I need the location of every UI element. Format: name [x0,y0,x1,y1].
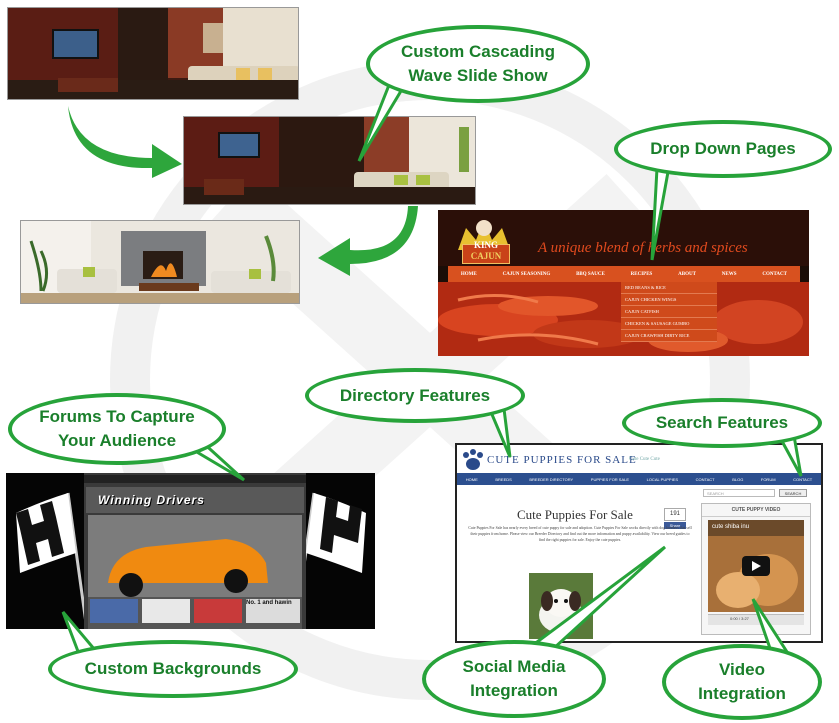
callout-directory: Directory Features [305,368,525,423]
video-player[interactable]: cute shiba inu [708,520,804,612]
arrow-down-left-icon [318,206,418,276]
puppies-nav-item[interactable]: FORUM [760,476,776,482]
cajun-nav-bar: HOME CAJUN SEASONING BBQ SAUCE RECIPES A… [448,266,800,282]
puppies-body-text: Cute Puppies For Sale has nearly every b… [468,526,692,542]
callout-dropdown: Drop Down Pages [614,120,832,178]
cajun-nav-contact[interactable]: CONTACT [762,271,787,277]
cajun-nav-home[interactable]: HOME [460,271,477,277]
video-title: cute shiba inu [712,524,750,530]
cajun-logo-bottom: CAJUN [470,251,502,261]
cajun-dropdown-menu: RED BEANS & RICE CAJUN CHICKEN WINGS CAJ… [621,282,717,342]
callout-search: Search Features [622,398,822,448]
puppies-search-button[interactable]: SEARCH [779,489,807,497]
video-time: 0:00 / 3:27 [730,616,749,621]
puppies-nav-item[interactable]: BREEDS [495,476,512,482]
callout-forums: Forums To Capture Your Audience [8,393,226,465]
slideshow-photo-2 [183,116,476,205]
cajun-nav-about[interactable]: ABOUT [678,271,696,277]
slideshow-photo-3 [20,220,300,304]
cute-puppies-screenshot: CUTE PUPPIES FOR SALE Cute Cute Cute HOM… [455,443,823,643]
arrow-down-right-icon [68,106,182,178]
cajun-nav-recipes[interactable]: RECIPES [630,271,653,277]
puppies-nav-bar: HOME BREEDS BREEDER DIRECTORY PUPPIES FO… [457,473,821,485]
video-widget: CUTE PUPPY VIDEO cute shiba inu 0:00 / 3… [701,503,811,635]
callout-backgrounds: Custom Backgrounds [48,640,298,698]
puppies-nav-item[interactable]: LOCAL PUPPIES [646,476,679,482]
cajun-nav-news[interactable]: NEWS [721,271,737,277]
puppies-site-sub: Cute Cute Cute [629,457,660,462]
racing-thumb-caption: No. 1 and hawin [246,600,292,606]
king-cajun-screenshot: KING CAJUN A unique blend of herbs and s… [438,210,809,356]
puppies-nav-item[interactable]: HOME [465,476,478,482]
callout-video: Video Integration [662,644,822,720]
dropdown-item[interactable]: CHICKEN & SAUSAGE GUMBO [621,318,717,330]
paw-icon [463,449,483,470]
racing-site-screenshot: Winning Drivers No. 1 and hawin [6,473,375,629]
king-cajun-artwork [438,210,809,356]
video-widget-header: CUTE PUPPY VIDEO [702,504,810,517]
fb-share-count: 191 [664,508,686,521]
fb-share-label[interactable]: Share [664,522,686,529]
slideshow-photo-1 [7,7,299,100]
cajun-tagline: A unique blend of herbs and spices [538,240,748,256]
cajun-nav-bbq[interactable]: BBQ SAUCE [576,271,605,277]
racing-banner: Winning Drivers [98,493,205,507]
dropdown-item[interactable]: CAJUN CATFISH [621,306,717,318]
cajun-logo-top: KING [473,240,498,250]
dropdown-item[interactable]: CAJUN CRAWFISH DIRTY RICE [621,330,717,342]
puppies-nav-item[interactable]: BLOG [732,476,744,482]
callout-social: Social Media Integration [422,640,606,718]
tail-dropdown [650,150,674,261]
dropdown-item[interactable]: RED BEANS & RICE [621,282,717,294]
dropdown-item[interactable]: CAJUN CHICKEN WINGS [621,294,717,306]
puppies-heading: Cute Puppies For Sale [517,507,633,522]
puppies-search-input[interactable]: SEARCH [703,489,775,497]
facebook-share-widget[interactable]: 191 Share [664,508,686,529]
play-icon[interactable] [742,556,770,576]
callout-slideshow: Custom Cascading Wave Slide Show [366,25,590,103]
puppies-nav-item[interactable]: CONTACT [695,476,715,482]
tail-social [529,545,667,651]
racing-artwork [6,473,375,629]
cajun-nav-seasoning[interactable]: CAJUN SEASONING [502,271,551,277]
puppies-site-title: CUTE PUPPIES FOR SALE [487,454,637,466]
puppies-nav-item[interactable]: BREEDER DIRECTORY [529,476,574,482]
puppies-nav-item[interactable]: CONTACT [793,476,813,482]
puppies-nav-item[interactable]: PUPPIES FOR SALE [590,476,630,482]
video-controls[interactable]: 0:00 / 3:27 [708,614,804,625]
